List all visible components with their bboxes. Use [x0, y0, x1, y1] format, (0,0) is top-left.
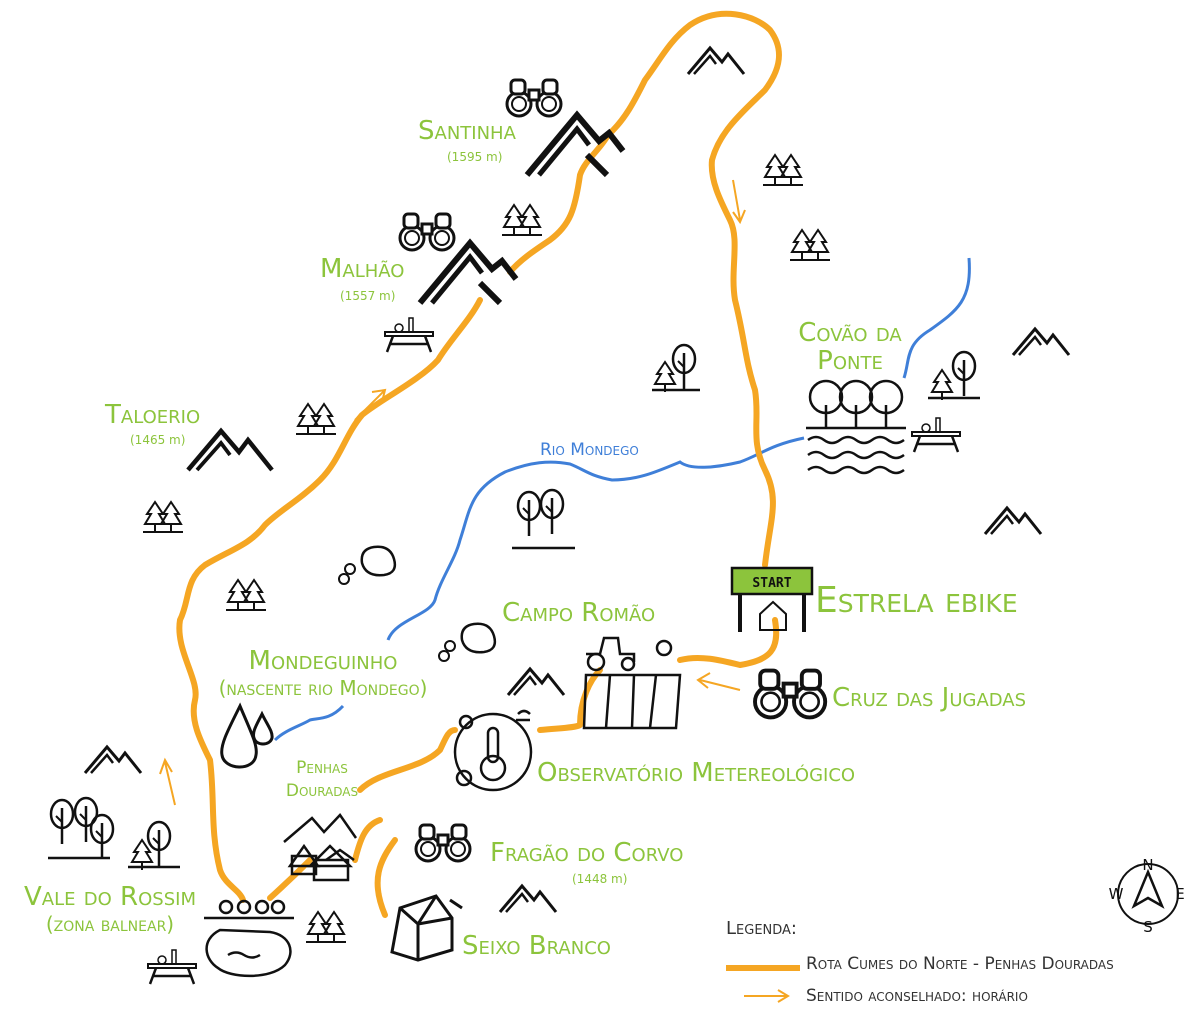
label-penhas-douradas: Penhas Douradas — [272, 760, 372, 800]
lake-icon — [806, 379, 906, 475]
binoculars-icon — [753, 668, 828, 720]
label-vale-line2: (zona balnear) — [45, 912, 175, 936]
tree-icon — [790, 230, 830, 260]
rock-icon — [337, 545, 397, 586]
altitude-fragao-do-corvo: (1448 m) — [572, 872, 628, 886]
tree-icon — [502, 205, 542, 235]
altitude-taloerio: (1465 m) — [130, 433, 186, 447]
map-graphic — [671, 343, 697, 391]
compass-east: E — [1175, 885, 1184, 903]
tree-icon — [226, 580, 266, 610]
tree-icon — [306, 912, 346, 942]
mountain-icon — [506, 667, 566, 697]
compass-north: N — [1142, 856, 1153, 874]
legend-direction-label: Sentido aconselhado: horário — [806, 986, 1028, 1006]
label-penhas-line1: Penhas — [296, 758, 348, 778]
mountain-icon — [1011, 327, 1071, 357]
tree-icon — [512, 488, 575, 550]
map-graphic — [654, 361, 676, 393]
water-drop-icon — [220, 702, 274, 769]
picnic-table-icon — [383, 316, 435, 354]
mountain-icon — [686, 46, 746, 76]
label-covao-da-ponte: Covão da Ponte — [790, 320, 910, 374]
map-graphic — [951, 350, 977, 398]
label-vale-do-rossim: Vale do Rossim (zona balnear) — [5, 884, 215, 934]
map-graphic — [188, 431, 272, 470]
mountain-icon — [527, 115, 623, 175]
label-rio-mondego: Rio Mondego — [540, 440, 639, 460]
label-vale-line1: Vale do Rossim — [24, 882, 196, 912]
label-mondeguinho: Mondeguinho (nascente rio Mondego) — [198, 648, 448, 698]
direction-arrows — [159, 179, 746, 806]
label-fragao-do-corvo: Fragão do Corvo — [490, 838, 684, 868]
tractor-icon — [582, 636, 682, 730]
label-observatorio: Observatório Metereológico — [537, 758, 856, 788]
map-graphic — [753, 668, 828, 720]
label-cruz-das-jugadas: Cruz das Jugadas — [832, 683, 1027, 713]
binoculars-icon — [414, 823, 472, 863]
river-mondego — [273, 257, 971, 742]
tree-icon — [296, 404, 336, 434]
tree-icon — [763, 155, 803, 185]
map-graphic — [516, 490, 542, 538]
mountain-icon — [498, 884, 558, 914]
start-sign-icon: START — [730, 566, 814, 632]
compass-icon: N S E W — [1109, 856, 1185, 936]
tree-icon — [48, 796, 115, 861]
map-graphic — [539, 488, 565, 536]
tree-icon — [143, 502, 183, 532]
altitude-malhao: (1557 m) — [340, 289, 396, 303]
thermometer-icon — [453, 709, 533, 792]
legend-route-label: Rota Cumes do Norte - Penhas Douradas — [806, 954, 1114, 974]
label-campo-romao: Campo Romão — [502, 598, 656, 628]
label-mondeguinho-line1: Mondeguinho — [248, 646, 398, 676]
picnic-table-icon — [146, 948, 198, 986]
label-seixo-branco: Seixo Branco — [462, 931, 611, 961]
mountain-icon — [188, 431, 272, 470]
label-estrela-ebike: Estrela ebike — [815, 580, 1018, 621]
mountain-icon — [83, 745, 143, 775]
tree-icon — [928, 350, 980, 401]
map-graphic — [931, 369, 953, 401]
lake-icon — [204, 899, 294, 978]
mountain-icon — [983, 506, 1043, 536]
tree-icon — [652, 343, 700, 393]
label-malhao: Malhão — [320, 254, 405, 284]
legend-title: Legenda: — [726, 918, 797, 939]
picnic-table-icon — [910, 416, 962, 454]
rock-icon — [390, 894, 463, 962]
label-taloerio: Taloerio — [105, 400, 201, 430]
start-sign-label: START — [752, 576, 791, 591]
label-covao-line2: Ponte — [817, 346, 883, 376]
label-santinha: Santinha — [418, 116, 516, 146]
label-covao-line1: Covão da — [798, 318, 902, 348]
binoculars-icon — [398, 212, 456, 252]
binoculars-icon — [505, 78, 563, 118]
tree-icon — [128, 820, 180, 871]
map-graphic — [49, 798, 75, 846]
legend-direction-arrow — [744, 989, 790, 1003]
compass-south: S — [1143, 918, 1153, 936]
village-icon — [283, 813, 358, 882]
route-cumes-do-norte — [176, 10, 783, 918]
label-penhas-line2: Douradas — [285, 781, 359, 801]
mountain-icon — [420, 243, 516, 303]
label-mondeguinho-line2: (nascente rio Mondego) — [218, 676, 428, 700]
compass-west: W — [1109, 885, 1124, 903]
altitude-santinha: (1595 m) — [447, 150, 503, 164]
